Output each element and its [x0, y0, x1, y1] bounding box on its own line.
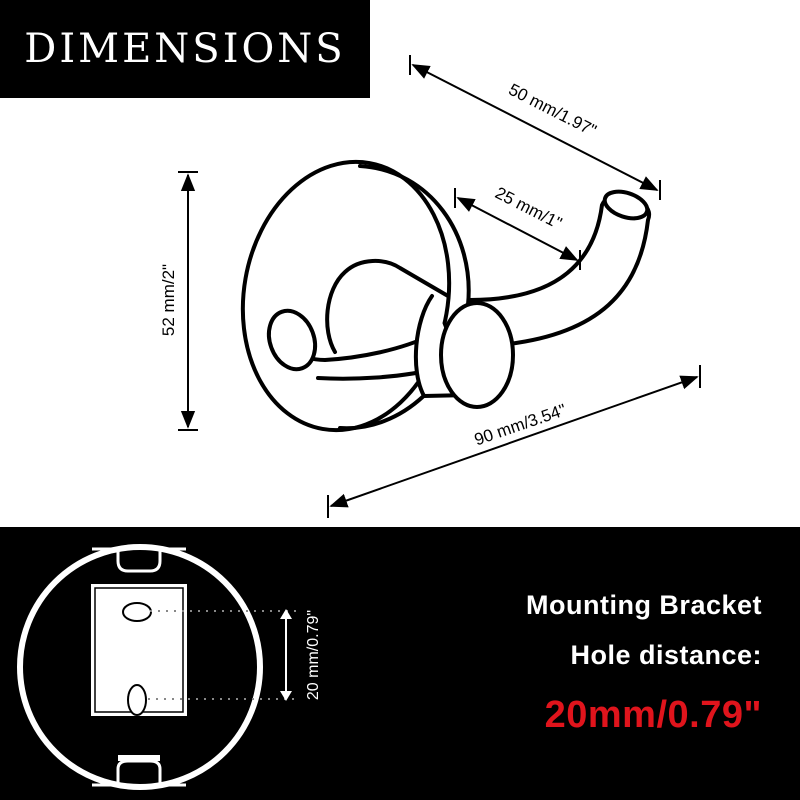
dim-90-line: [329, 375, 699, 508]
lower-hook-tip: [266, 308, 318, 372]
hook-drawing: [240, 159, 652, 433]
upper-hook-tip: [602, 189, 650, 221]
dim-label-90: 90 mm/3.54": [472, 400, 569, 449]
dim-label-25: 25 mm/1": [492, 183, 565, 233]
hub-end-cap: [439, 301, 515, 409]
page-title: DIMENSIONS: [24, 26, 346, 72]
dim-25-line: [456, 197, 579, 261]
center-post: [325, 259, 450, 354]
bracket-subheading: Hole distance:: [570, 640, 762, 670]
bracket-diagram: 20 mm/0.79": [17, 544, 322, 790]
hole-dim-label: 20 mm/0.79": [305, 610, 322, 700]
dimension-lines: [178, 55, 701, 518]
dim-label-52: 52 mm/2": [159, 264, 178, 336]
mounting-hole-top: [122, 602, 152, 622]
bracket-value: 20mm/0.79": [544, 694, 762, 736]
mounting-hole-bottom: [127, 684, 147, 716]
bracket-heading: Mounting Bracket: [525, 590, 762, 620]
title-banner: DIMENSIONS: [0, 0, 370, 98]
dim-label-50: 50 mm/1.97": [505, 80, 599, 140]
dim-50-line: [411, 64, 659, 191]
